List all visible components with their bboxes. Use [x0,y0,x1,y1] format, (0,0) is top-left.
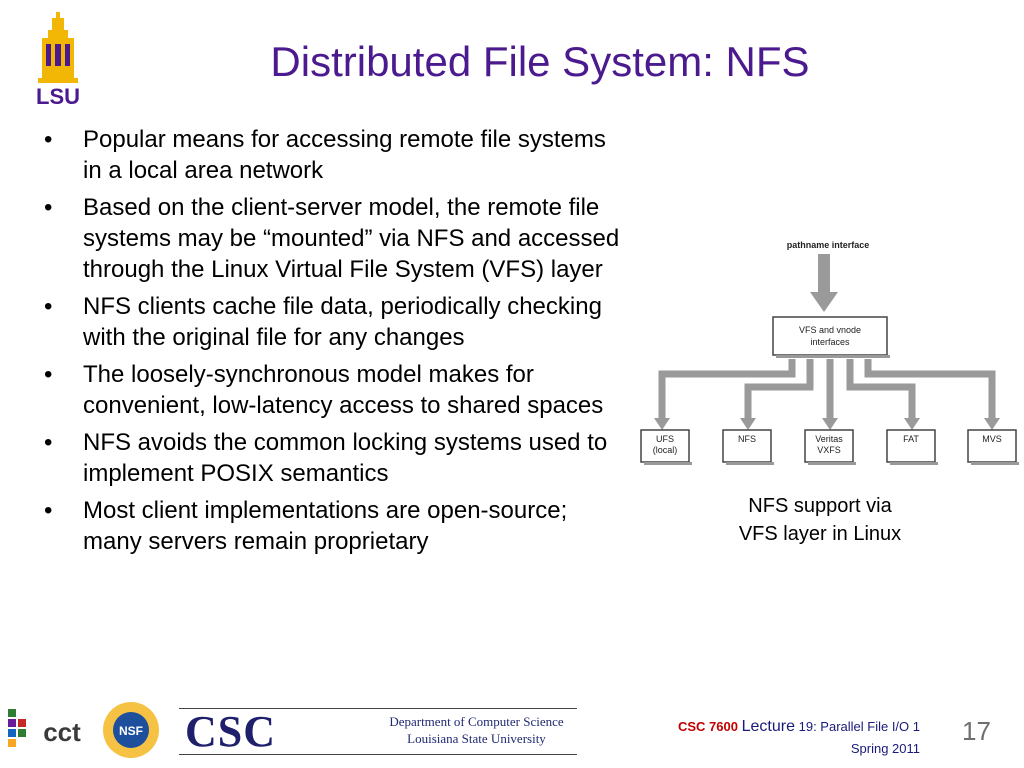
bullet-item: • Based on the client-server model, the r… [44,192,624,285]
page-number: 17 [962,716,991,746]
bullet-symbol: • [44,194,53,221]
slide-title: Distributed File System: NFS [270,38,810,85]
lsu-logo: LSU [36,12,80,108]
vfs-box-line2: interfaces [810,337,850,347]
bullet-symbol: • [44,361,53,388]
course-code: CSC 7600 [678,719,738,734]
fat-label: FAT [903,434,919,444]
vfs-vnode-box [772,316,888,356]
course-term: Spring 2011 [850,741,920,756]
nsf-logo-text: NSF [119,724,143,738]
bullet-symbol: • [44,497,53,524]
csc-banner: CSC Department of Computer Science Louis… [179,708,577,755]
mvs-label: MVS [982,434,1002,444]
bullet-symbol: • [44,126,53,153]
bullet-item: • Most client implementations are open-so… [44,495,624,557]
bullet-text: Popular means for accessing remote file … [83,126,606,184]
bullet-item: • NFS clients cache file data, periodical… [44,291,624,353]
bullet-text: Most client implementations are open-sou… [83,497,568,555]
bullet-text: NFS avoids the common locking systems us… [83,429,608,487]
veritas-label: Veritas [815,434,843,444]
veritas-box [804,429,854,463]
nfs-box [722,429,772,463]
bullet-text: NFS clients cache file data, periodicall… [83,293,602,351]
diagram-caption: NFS support via VFS layer in Linux [700,492,940,548]
bullet-item: • Popular means for accessing remote file… [44,124,624,186]
lecture-word: Lecture [741,718,795,735]
lecture-title: 19: Parallel File I/O 1 [798,719,920,734]
bullet-symbol: • [44,293,53,320]
pathname-interface-label: pathname interface [787,240,870,250]
lsu-logo-text: LSU [36,84,80,108]
vfs-box-line1: VFS and vnode [799,325,861,335]
ufs-box [640,429,690,463]
bullet-list: • Popular means for accessing remote file… [44,124,624,563]
bullet-text: The loosely-synchronous model makes for … [83,361,604,419]
department-line2: Louisiana State University [407,731,546,746]
caption-line2: VFS layer in Linux [738,523,902,545]
ufs-label: UFS [656,434,674,444]
ufs-sublabel: (local) [653,445,678,455]
vfs-diagram: pathname interface VFS and vnode interfa… [640,240,1019,465]
cct-logo-text: cct [43,717,81,747]
veritas-sublabel: VXFS [817,445,841,455]
bullet-symbol: • [44,429,53,456]
footer-logos: cct NSF [8,702,159,758]
caption-line1: NFS support via [748,495,892,517]
department-text: Department of Computer Science Louisiana… [379,713,574,747]
nfs-label: NFS [738,434,756,444]
department-line1: Department of Computer Science [389,714,564,729]
bullet-item: • NFS avoids the common locking systems u… [44,427,624,489]
csc-logo-text: CSC [185,707,277,756]
course-info: CSC 7600 Lecture 19: Parallel File I/O 1… [678,716,920,760]
nsf-logo: NSF [103,702,159,758]
cct-logo: cct [8,709,81,747]
course-line1: CSC 7600 Lecture 19: Parallel File I/O 1 [678,716,920,738]
bullet-item: • The loosely-synchronous model makes for… [44,359,624,421]
bullet-text: Based on the client-server model, the re… [83,194,620,283]
